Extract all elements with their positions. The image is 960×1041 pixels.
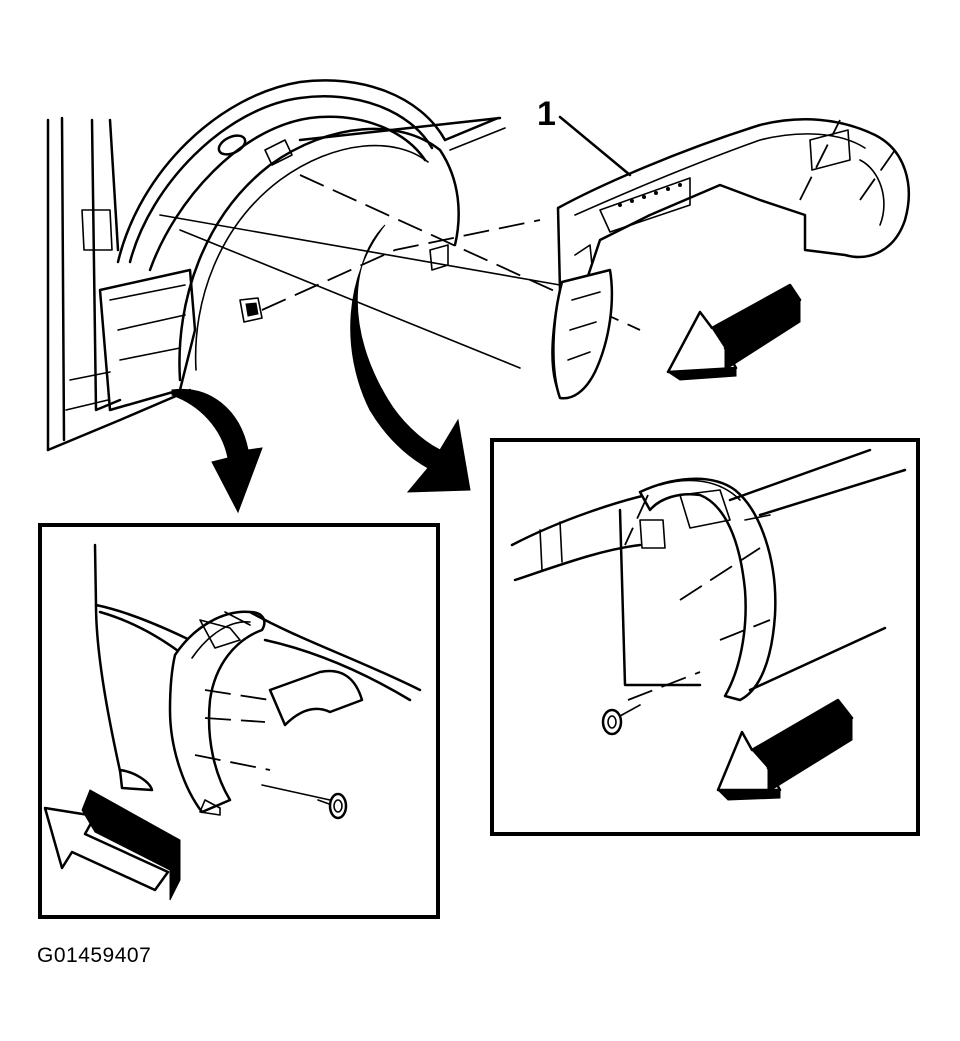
detail-left-fender xyxy=(93,543,422,816)
reference-line xyxy=(179,229,521,369)
callout-number: 1 xyxy=(537,95,556,133)
install-guide-line xyxy=(261,219,541,311)
figure-id: G01459407 xyxy=(37,944,152,967)
detail-view-right xyxy=(490,438,920,836)
reference-line xyxy=(159,214,561,286)
detail-right-fender xyxy=(510,448,907,702)
direction-arrow xyxy=(43,789,181,901)
detail-view-arrow xyxy=(171,224,471,514)
fastener-pushpin xyxy=(601,704,641,736)
vehicle-fender-main-view xyxy=(46,79,506,452)
direction-arrow xyxy=(716,698,854,801)
fastener-pushpin xyxy=(317,792,348,820)
callout-leader xyxy=(558,115,632,177)
direction-arrow xyxy=(666,283,802,381)
wheelhouse-liner-part xyxy=(551,118,910,400)
